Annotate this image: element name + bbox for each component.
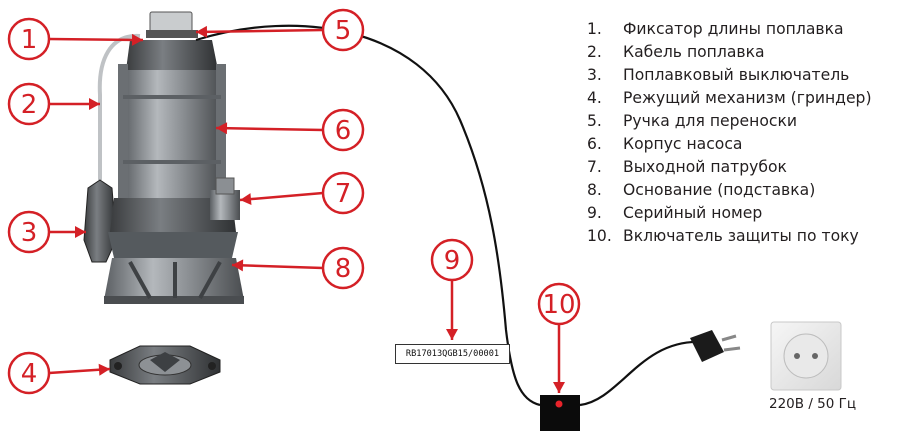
legend-item-number: 6.	[587, 135, 602, 153]
voltage-label: 220В / 50 Гц	[769, 396, 857, 412]
legend-item: 5. Ручка для переноски	[587, 110, 872, 133]
callout-1: 1	[7, 17, 144, 61]
callout-8: 8	[231, 246, 365, 290]
callout-arrowhead	[446, 329, 458, 340]
legend-item-number: 8.	[587, 181, 602, 199]
float-switch	[83, 179, 117, 263]
legend-item-number: 2.	[587, 43, 602, 61]
legend-item: 7. Выходной патрубок	[587, 156, 872, 179]
callout-arrowhead	[240, 193, 252, 206]
legend-item: 2. Кабель поплавка	[587, 41, 872, 64]
callout-arrow-line	[215, 126, 324, 132]
callout-number: 6	[335, 116, 352, 146]
callout-10: 10	[537, 282, 581, 393]
callout-circle	[321, 8, 365, 52]
callout-circle	[7, 210, 51, 254]
legend-item: 9. Серийный номер	[587, 202, 872, 225]
callout-circle	[321, 108, 365, 152]
float-cable	[97, 33, 141, 180]
callout-arrowhead	[553, 382, 565, 393]
legend-item: 6. Корпус насоса	[587, 133, 872, 156]
pump-illustration	[83, 11, 244, 304]
legend-item-number: 7.	[587, 158, 602, 176]
callout-circle	[537, 282, 581, 326]
callout-circle	[430, 238, 474, 282]
legend-item-number: 4.	[587, 89, 602, 107]
callout-arrow-line	[231, 263, 324, 270]
callout-3: 3	[7, 210, 86, 254]
callout-arrowhead	[232, 259, 244, 272]
power-cable-to-plug	[579, 340, 701, 407]
callout-4: 4	[7, 351, 111, 395]
current-protection-box	[540, 395, 580, 431]
legend-item-text: Режущий механизм (гриндер)	[623, 89, 872, 107]
grinder-illustration	[109, 345, 221, 385]
legend-item-number: 9.	[587, 204, 602, 222]
legend-item-number: 10.	[587, 227, 612, 245]
legend-item-text: Ручка для переноски	[623, 112, 798, 130]
power-plug	[690, 330, 741, 362]
legend-item-text: Кабель поплавка	[623, 43, 765, 61]
serial-number-label: RB17013QGB15/00001	[395, 344, 510, 364]
power-cable	[195, 24, 541, 407]
callout-arrowhead	[75, 226, 86, 238]
pump-housing	[118, 64, 226, 204]
callout-7: 7	[239, 171, 365, 215]
callout-arrowhead	[98, 363, 110, 376]
callout-2: 2	[7, 82, 100, 126]
legend-item-text: Фиксатор длины поплавка	[623, 20, 844, 38]
callout-circle	[7, 82, 51, 126]
legend-item-text: Основание (подставка)	[623, 181, 816, 199]
legend-item-text: Выходной патрубок	[623, 158, 787, 176]
legend-item: 3. Поплавковый выключатель	[587, 64, 872, 87]
wall-socket	[770, 321, 842, 391]
callout-group: 1 2 3 4 5 6 7 8 9 10	[7, 8, 581, 395]
legend-item-number: 1.	[587, 20, 602, 38]
callout-arrow-line	[239, 191, 324, 202]
callout-circle	[321, 171, 365, 215]
carry-handle	[146, 11, 198, 38]
legend-item-text: Поплавковый выключатель	[623, 66, 850, 84]
callout-number: 4	[21, 359, 38, 389]
callout-number: 1	[21, 25, 38, 55]
callout-6: 6	[215, 108, 365, 152]
parts-legend: 1. Фиксатор длины поплавка 2. Кабель поплав…	[587, 18, 872, 248]
legend-item-text: Серийный номер	[623, 204, 763, 222]
callout-9: 9	[430, 238, 474, 340]
callout-arrowhead	[131, 33, 143, 46]
callout-number: 9	[444, 246, 461, 276]
legend-item: 10. Включатель защиты по току	[587, 225, 872, 248]
callout-number: 7	[335, 179, 352, 209]
callout-number: 10	[542, 290, 575, 320]
legend-item: 4. Режущий механизм (гриндер)	[587, 87, 872, 110]
legend-item-text: Включатель защиты по току	[623, 227, 859, 245]
callout-arrow-line	[195, 28, 324, 34]
pump-base	[104, 232, 244, 304]
callout-5: 5	[195, 8, 365, 52]
callout-number: 2	[21, 90, 38, 120]
outlet-pipe	[210, 177, 240, 220]
callout-arrowhead	[216, 122, 228, 135]
legend-item-text: Корпус насоса	[623, 135, 743, 153]
callout-number: 8	[335, 254, 352, 284]
callout-circle	[321, 246, 365, 290]
legend-item-number: 3.	[587, 66, 602, 84]
legend-item-number: 5.	[587, 112, 602, 130]
callout-number: 3	[21, 218, 38, 248]
legend-item: 8. Основание (подставка)	[587, 179, 872, 202]
callout-arrow-line	[48, 37, 144, 42]
callout-number: 5	[335, 16, 352, 46]
legend-item: 1. Фиксатор длины поплавка	[587, 18, 872, 41]
callout-circle	[7, 17, 51, 61]
callout-arrowhead	[89, 98, 100, 110]
callout-circle	[7, 351, 51, 395]
callout-arrowhead	[196, 25, 208, 38]
